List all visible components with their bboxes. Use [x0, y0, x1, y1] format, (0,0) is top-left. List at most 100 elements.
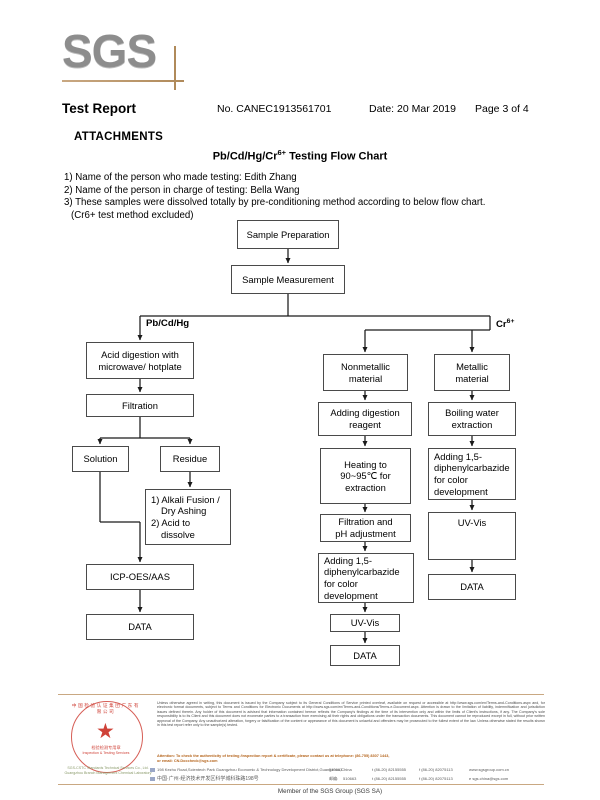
node-sample-preparation: Sample Preparation: [237, 220, 339, 249]
seal-footer-line2: Guangzhou Branch Management Chemical Lab…: [64, 771, 152, 776]
flow-title-tail: Testing Flow Chart: [286, 150, 388, 163]
branch-label-cr6: Cr6+: [496, 318, 514, 330]
node-label-line1: Boiling water: [445, 407, 499, 419]
node-label-line2: diphenylcarbazide: [324, 566, 400, 578]
node-label-line1: Nonmetallic: [341, 360, 390, 372]
seal-footer-line1: SGS-CSTC Standards Technical Services Co…: [67, 766, 149, 770]
seal-footer-text: SGS-CSTC Standards Technical Services Co…: [63, 766, 153, 776]
tel-cn: t (86-20) 82155555: [372, 775, 407, 781]
node-sample-measurement: Sample Measurement: [231, 265, 345, 294]
node-label-line1: Metallic: [456, 360, 488, 372]
member-notice: Member of the SGS Group (SGS SA): [277, 788, 383, 795]
node-label-line2: material: [348, 372, 383, 384]
node-uv-vis-right: UV-Vis: [428, 512, 516, 560]
postcode-cn-label: 邮编:: [329, 775, 339, 781]
note-3: 3) These samples were dissolved totally …: [64, 197, 486, 209]
address-cn: 中国·广州·经济技术开发区科学城科珠路198号: [157, 775, 259, 782]
tel-en: t (86-20) 82155555: [372, 767, 407, 772]
company-address-block: 198 Kezhu Road,Scientech Park Guangzhou …: [150, 766, 557, 784]
node-solution: Solution: [72, 446, 129, 472]
company-seal: 中国检验认证集团广东有限公司 检验检测专用章 Inspection & Test…: [63, 697, 152, 783]
node-label-line1: Filtration and: [338, 516, 393, 528]
sgs-logo: SGS: [62, 25, 192, 90]
node-data-middle: DATA: [330, 645, 400, 666]
email: e sgs.china@sgs.com: [469, 775, 509, 781]
branch-label-pb-cd-hg: Pb/Cd/Hg: [146, 318, 189, 329]
node-label-line1: Acid digestion with: [101, 348, 179, 360]
node-label: Filtration: [122, 399, 158, 411]
node-label: UV-Vis: [350, 617, 380, 629]
node-label-line3: extraction: [345, 481, 386, 493]
sgs-logo-text: SGS: [62, 25, 157, 77]
note-3-sub: (Cr6+ test method excluded): [71, 209, 194, 221]
node-label-line3: 2) Acid to: [151, 517, 191, 528]
node-label: UV-Vis: [457, 517, 487, 528]
footer-divider-bottom: [58, 784, 544, 785]
node-heating-extraction: Heating to 90~95℃ for extraction: [320, 448, 411, 504]
node-nonmetallic-material: Nonmetallic material: [323, 354, 408, 391]
report-header-line: Test Report No. CANEC1913561701 Date: 20…: [62, 101, 542, 119]
node-residue: Residue: [160, 446, 220, 472]
note-2: 2) Name of the person in charge of testi…: [64, 184, 300, 196]
node-label: DATA: [128, 621, 152, 633]
seal-subtitle-en: Inspection & Testing Services: [82, 751, 130, 755]
node-label-line4: development: [324, 589, 378, 601]
note-1: 1) Name of the person who made testing: …: [64, 172, 297, 183]
node-label: Sample Measurement: [242, 273, 334, 285]
notes-list: 1) Name of the person who made testing: …: [64, 172, 485, 222]
node-label-line1: 1) Alkali Fusion /: [151, 493, 220, 505]
node-label-line4: development: [434, 485, 488, 497]
address-row-cn: 中国·广州·经济技术开发区科学城科珠路198号 邮编: 510663 t (86…: [150, 775, 557, 784]
node-label-line3: for color: [434, 474, 468, 485]
address-marker-icon-cn: [150, 776, 155, 781]
node-label-line2: diphenylcarbazide: [434, 462, 510, 474]
page-title: Test Report: [62, 101, 137, 116]
node-label: DATA: [353, 649, 377, 661]
node-dpc-color-development-right: Adding 1,5- diphenylcarbazide for color …: [428, 448, 516, 500]
sgs-logo-tick: [174, 46, 176, 90]
seal-ring: [71, 701, 143, 773]
flow-title-main: Pb/Cd/Hg/Cr: [212, 150, 278, 163]
node-uv-vis-middle: UV-Vis: [330, 614, 400, 632]
node-label: Residue: [172, 453, 208, 465]
node-boiling-water-extraction: Boiling water extraction: [428, 402, 516, 436]
flow-title-superscript: 6+: [277, 148, 287, 157]
node-adding-digestion-reagent: Adding digestion reagent: [318, 402, 412, 436]
node-label-line2: reagent: [349, 419, 381, 430]
postcode-cn: 510663: [343, 775, 357, 781]
node-label-line2: pH adjustment: [335, 528, 396, 539]
node-label-line2: material: [455, 372, 489, 384]
legal-disclaimer: Unless otherwise agreed in writing, this…: [157, 701, 545, 728]
node-label: DATA: [460, 581, 484, 593]
node-filtration-ph-adjustment: Filtration and pH adjustment: [320, 514, 411, 542]
node-filtration: Filtration: [86, 394, 194, 417]
website: www.sgsgroup.com.cn: [469, 767, 510, 772]
node-label: Sample Preparation: [246, 228, 330, 240]
node-label: ICP-OES/AAS: [110, 571, 170, 583]
node-label-line2: Dry Ashing: [161, 505, 207, 517]
attention-line-2: or email: CN.Doccheck@sgs.com: [157, 758, 218, 763]
branch-label-text: Cr: [496, 319, 507, 331]
node-label-line4: dissolve: [161, 528, 195, 540]
node-alkali-fusion: 1) Alkali Fusion / Dry Ashing 2) Acid to…: [145, 489, 231, 545]
sgs-logo-rule: [62, 80, 184, 82]
node-label-line1: Adding 1,5-: [324, 554, 372, 566]
branch-label-superscript: 6+: [506, 318, 515, 325]
report-date: Date: 20 Mar 2019: [369, 103, 456, 115]
node-label-line3: for color: [324, 578, 358, 589]
fax-en: f (86-20) 82075113: [419, 767, 453, 772]
node-icp-oes-aas: ICP-OES/AAS: [86, 564, 194, 590]
node-label-line2: extraction: [451, 419, 493, 430]
address-row-en: 198 Kezhu Road,Scientech Park Guangzhou …: [150, 766, 557, 775]
node-data-left: DATA: [86, 614, 194, 640]
branch-label-text: Pb/Cd/Hg: [146, 318, 190, 329]
seal-chinese-text: 中国检验认证集团广东有限公司: [71, 703, 141, 714]
page-number: Page 3 of 4: [475, 103, 529, 115]
node-dpc-color-development-middle: Adding 1,5- diphenylcarbazide for color …: [318, 553, 414, 603]
node-label-line2: 90~95℃ for: [340, 470, 391, 482]
node-label-line1: Adding digestion: [330, 407, 400, 419]
address-en: 198 Kezhu Road,Scientech Park Guangzhou …: [157, 767, 352, 772]
report-number: No. CANEC1913561701: [217, 103, 332, 115]
node-metallic-material: Metallic material: [434, 354, 510, 391]
node-acid-digestion: Acid digestion with microwave/ hotplate: [86, 342, 194, 379]
